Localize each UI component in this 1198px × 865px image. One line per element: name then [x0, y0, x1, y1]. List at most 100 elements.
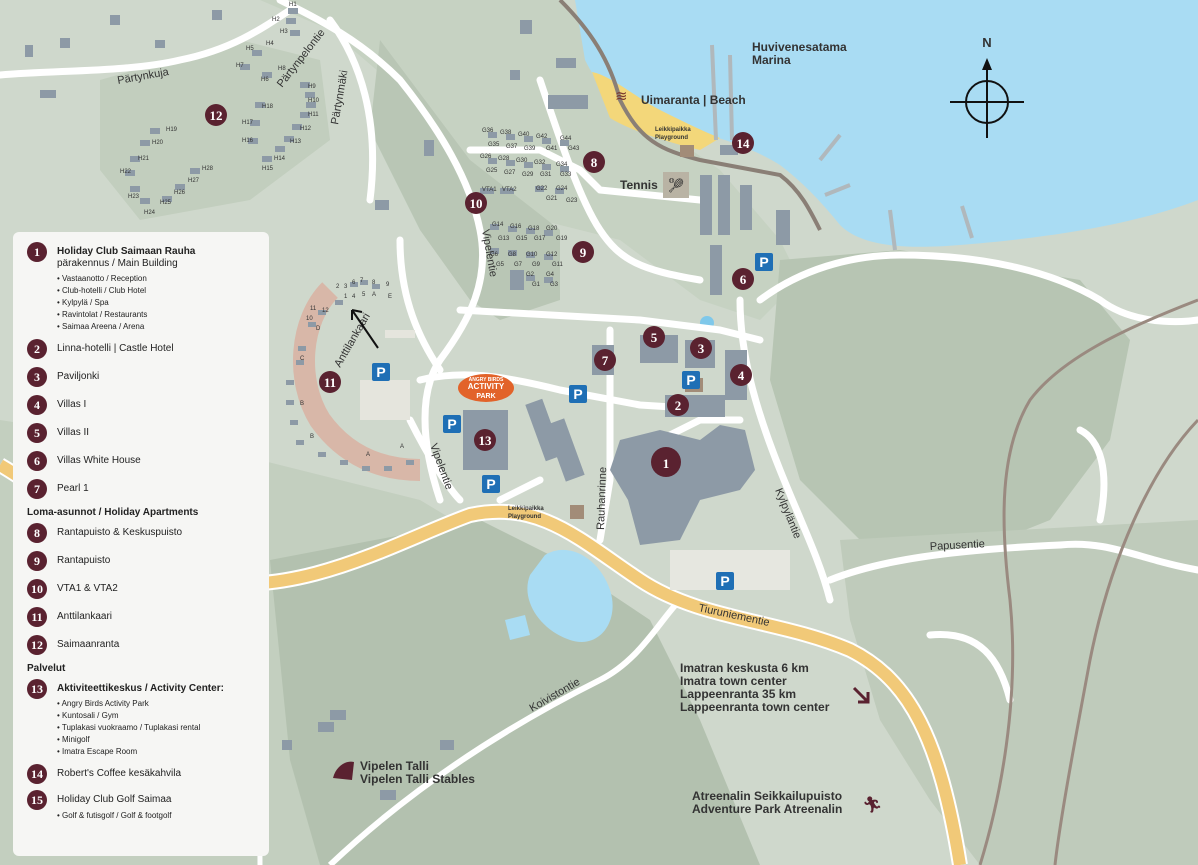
- marker-13[interactable]: 13: [474, 429, 496, 451]
- legend-label-1: Holiday Club Saimaan Rauha: [57, 246, 196, 257]
- svg-text:H8: H8: [278, 66, 286, 72]
- legend-label-5: Villas II: [57, 427, 90, 438]
- svg-text:H20: H20: [152, 140, 164, 146]
- svg-text:C: C: [300, 356, 305, 362]
- adventure-label-2: Adventure Park Atreenalin: [692, 802, 842, 816]
- beach-label: Uimaranta | Beach: [641, 93, 746, 107]
- parking-sign[interactable]: P: [372, 363, 390, 381]
- legend-item-13[interactable]: 13 Aktiviteettikeskus / Activity Center:…: [27, 679, 259, 758]
- cabin-labels-g: G36 G38 G40 G42 G44 G35 G37 G39 G41 G43 …: [480, 128, 580, 288]
- svg-text:4: 4: [352, 294, 356, 300]
- legend-marker-5: 5: [27, 423, 47, 443]
- svg-text:H13: H13: [290, 139, 302, 145]
- legend-item-5[interactable]: 5 Villas II: [27, 423, 259, 443]
- svg-text:G1: G1: [532, 282, 541, 288]
- svg-text:G36: G36: [482, 128, 494, 134]
- marker-14[interactable]: 14: [732, 132, 754, 154]
- parking-sign[interactable]: P: [482, 475, 500, 493]
- marker-10[interactable]: 10: [465, 192, 487, 214]
- marker-1[interactable]: 1: [651, 447, 681, 477]
- svg-text:G35: G35: [488, 142, 500, 148]
- legend-sub-1: pärakennus / Main Building: [57, 258, 178, 269]
- legend-marker-9: 9: [27, 551, 47, 571]
- marker-3[interactable]: 3: [690, 337, 712, 359]
- marker-7[interactable]: 7: [594, 349, 616, 371]
- svg-text:H4: H4: [266, 41, 274, 47]
- legend-marker-6: 6: [27, 451, 47, 471]
- road-label-rauhanrinne: Rauhanrinne: [595, 467, 609, 530]
- svg-text:7: 7: [602, 353, 609, 368]
- svg-text:7: 7: [360, 278, 364, 284]
- svg-text:G29: G29: [522, 172, 534, 178]
- svg-text:VTA2: VTA2: [502, 187, 517, 193]
- svg-text:G10: G10: [526, 252, 538, 258]
- legend-marker-8: 8: [27, 523, 47, 543]
- svg-text:E: E: [388, 294, 392, 300]
- legend-label-3: Paviljonki: [57, 371, 100, 382]
- svg-text:H18: H18: [262, 104, 274, 110]
- marker-9[interactable]: 9: [572, 241, 594, 263]
- svg-text:10: 10: [470, 196, 483, 211]
- svg-text:G30: G30: [516, 158, 528, 164]
- parking-sign[interactable]: P: [682, 371, 700, 389]
- svg-text:VTA1: VTA1: [482, 187, 497, 193]
- pond: [527, 549, 613, 642]
- parking-sign[interactable]: P: [716, 572, 734, 590]
- activity-park-logo: ANGRY BIRDS ACTIVITY PARK: [458, 374, 514, 402]
- svg-text:9: 9: [580, 245, 587, 260]
- svg-text:G11: G11: [552, 262, 564, 268]
- legend-heading-services: Palvelut: [27, 663, 66, 674]
- svg-text:12: 12: [322, 308, 329, 314]
- marker-4[interactable]: 4: [730, 364, 752, 386]
- svg-text:G21: G21: [546, 196, 558, 202]
- parking-sign[interactable]: P: [755, 253, 773, 271]
- legend-bullets-1: Vastaanotto / Reception Club-hotelli / C…: [57, 273, 259, 333]
- svg-text:G33: G33: [560, 172, 572, 178]
- legend-item-1[interactable]: 1 Holiday Club Saimaan Rauha pärakennus …: [27, 242, 259, 333]
- entrance-arrow-icon: [351, 309, 379, 349]
- svg-text:3: 3: [698, 341, 705, 356]
- svg-text:G3: G3: [550, 282, 559, 288]
- svg-text:P: P: [376, 364, 385, 380]
- adventure-label-1: Atreenalin Seikkailupuisto: [692, 789, 842, 803]
- svg-text:G24: G24: [556, 186, 568, 192]
- svg-text:G38: G38: [500, 130, 512, 136]
- legend-marker-15: 15: [27, 790, 47, 810]
- legend-item-15[interactable]: 15 Holiday Club Golf Saimaa Golf & futis…: [27, 790, 259, 822]
- svg-text:G22: G22: [536, 186, 548, 192]
- marker-12[interactable]: 12: [205, 104, 227, 126]
- marker-5[interactable]: 5: [643, 326, 665, 348]
- svg-text:G8: G8: [508, 252, 517, 258]
- legend-label-4: Villas I: [57, 399, 87, 410]
- svg-text:A: A: [400, 444, 404, 450]
- parking-sign[interactable]: P: [443, 415, 461, 433]
- marker-11[interactable]: 11: [319, 371, 341, 393]
- marker-8[interactable]: 8: [583, 151, 605, 173]
- svg-text:G15: G15: [516, 236, 528, 242]
- direction-line-3: Lappeenranta 35 km: [680, 687, 796, 701]
- parking-sign[interactable]: P: [569, 385, 587, 403]
- svg-text:5: 5: [651, 330, 658, 345]
- svg-text:P: P: [486, 476, 495, 492]
- legend-heading-apartments: Loma-asunnot / Holiday Apartments: [27, 507, 199, 518]
- playground-north-label-fi: Leikkipaikka: [655, 127, 691, 133]
- local-roads: [0, 0, 1198, 704]
- svg-text:H1: H1: [289, 2, 297, 8]
- marker-2[interactable]: 2: [667, 394, 689, 416]
- svg-text:G44: G44: [560, 136, 572, 142]
- svg-text:P: P: [447, 416, 456, 432]
- marker-6[interactable]: 6: [732, 268, 754, 290]
- svg-text:G9: G9: [532, 262, 541, 268]
